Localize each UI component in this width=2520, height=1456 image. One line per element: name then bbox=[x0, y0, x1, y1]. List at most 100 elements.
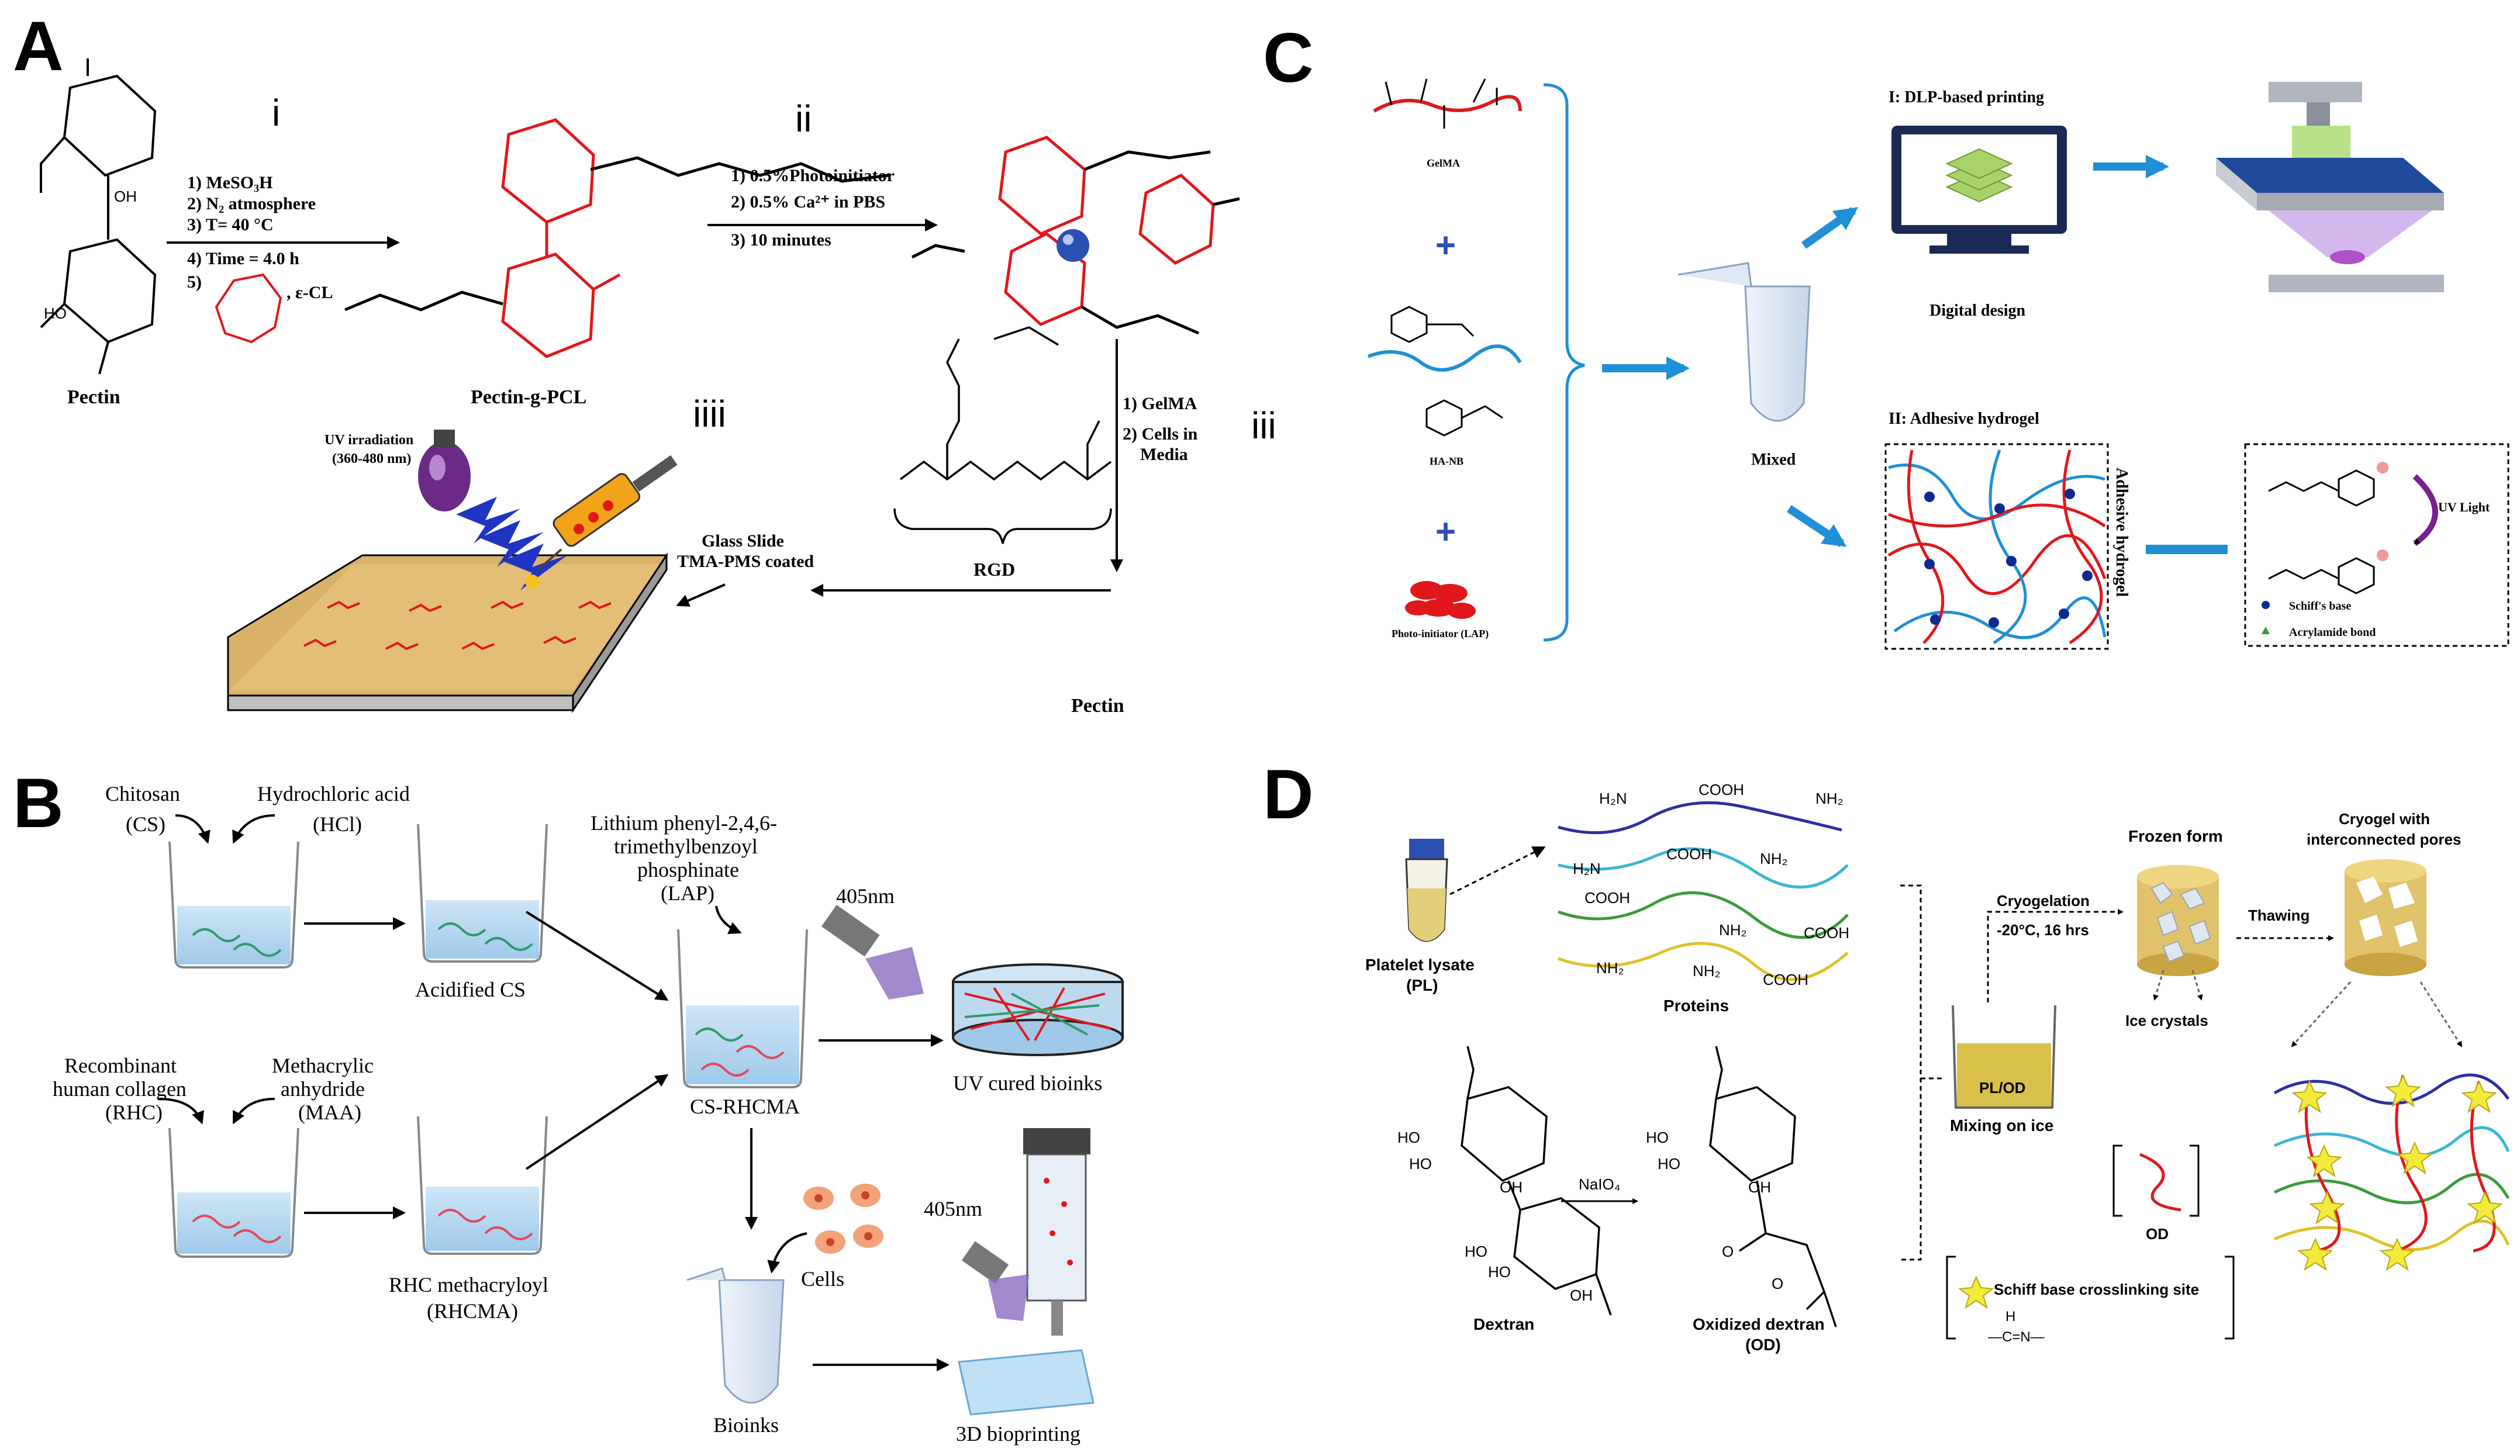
digital-design-label: Digital design bbox=[1929, 302, 2026, 320]
chitosan-label-1: Chitosan bbox=[105, 782, 180, 805]
beaker-rhcma bbox=[417, 1116, 548, 1255]
wavelength-1: 405nm bbox=[836, 884, 895, 908]
chain-h2n-1: H₂N bbox=[1599, 790, 1627, 807]
plus-1: + bbox=[1435, 226, 1456, 265]
bioinks-tube bbox=[686, 1267, 785, 1404]
protein-chains bbox=[1558, 801, 1849, 981]
gelma-chain bbox=[1373, 95, 1522, 113]
mixed-tube bbox=[1677, 262, 1811, 422]
calcium-ion bbox=[1057, 229, 1089, 262]
hcl-label-1: Hydrochloric acid bbox=[257, 782, 410, 805]
cryogelation-label-1: Cryogelation bbox=[1997, 892, 2090, 909]
oxidized-dextran-structure bbox=[1709, 1046, 1837, 1327]
cryogel-label-1: Cryogel with bbox=[2339, 810, 2430, 828]
pectin-oh-1: OH bbox=[114, 188, 137, 205]
pectin-bottom-label: Pectin bbox=[1071, 695, 1124, 717]
reactive-site-2 bbox=[2377, 549, 2388, 561]
hanb-chain bbox=[1367, 344, 1522, 372]
od-legend-label: OD bbox=[2146, 1225, 2169, 1243]
reagent-i-2: 2) N₂ atmosphere bbox=[187, 194, 316, 213]
chain-nh2-4: NH₂ bbox=[1596, 959, 1624, 977]
rhc-label-2: human collagen bbox=[53, 1077, 187, 1101]
step-i-label: i bbox=[272, 92, 280, 134]
mixing-beaker bbox=[1952, 1005, 2056, 1109]
adhesive-vertical-label: Adhesive hydrogel bbox=[2112, 468, 2131, 597]
imine-h: H bbox=[2005, 1309, 2015, 1324]
chain-nh2-1: NH₂ bbox=[1815, 790, 1844, 807]
pectin-label: Pectin bbox=[67, 386, 120, 408]
step-iiii-label: iiii bbox=[693, 393, 726, 435]
uv-label-2: (360-480 nm) bbox=[332, 451, 411, 466]
dextran-oh-1: OH bbox=[1500, 1178, 1523, 1196]
lap-pointer bbox=[715, 905, 742, 935]
cells-pointer bbox=[767, 1232, 807, 1274]
pectin-ho-1: HO bbox=[44, 305, 67, 322]
reagent-iii-2: 2) Cells in bbox=[1123, 424, 1198, 444]
gelma-label: GelMA bbox=[1427, 157, 1460, 169]
mechanism-structures bbox=[2268, 469, 2375, 594]
mixed-label: Mixed bbox=[1751, 451, 1796, 469]
dextran-label: Dextran bbox=[1473, 1315, 1534, 1333]
reagent-iii-1: 1) GelMA bbox=[1123, 394, 1197, 413]
platelet-label-1: Platelet lysate bbox=[1365, 956, 1475, 974]
adhesive-title: II: Adhesive hydrogel bbox=[1889, 410, 2039, 428]
bioprinter bbox=[958, 1128, 1095, 1416]
arrow-c3 bbox=[1787, 505, 1847, 547]
chitosan-pointer bbox=[175, 814, 210, 844]
od-o-1: O bbox=[1722, 1243, 1734, 1260]
arrow-c2 bbox=[1801, 207, 1859, 249]
zoom-line-right bbox=[2419, 981, 2463, 1047]
oxidized-label-1: Oxidized dextran bbox=[1693, 1315, 1825, 1333]
beaker-cs bbox=[168, 841, 299, 969]
od-ho-1: HO bbox=[1646, 1129, 1669, 1146]
chain-nh2-3: NH₂ bbox=[1719, 921, 1747, 939]
hanb-label: HA-NB bbox=[1430, 455, 1463, 467]
cryogel-label-2: interconnected pores bbox=[2307, 831, 2461, 848]
cryo-arrow bbox=[1987, 909, 2124, 1002]
uv-label-1: UV irradiation bbox=[325, 433, 413, 448]
step-ii-label: ii bbox=[795, 98, 812, 140]
acidified-label: Acidified CS bbox=[415, 978, 526, 1001]
dextran-structure bbox=[1461, 1046, 1612, 1316]
petri-dish bbox=[952, 963, 1124, 1056]
panel-b-letter: B bbox=[13, 764, 64, 842]
computer-monitor bbox=[1891, 126, 2067, 254]
uv-cured-label: UV cured bioinks bbox=[953, 1071, 1102, 1095]
chitosan-label-2: (CS) bbox=[126, 812, 165, 836]
rgd-label: RGD bbox=[974, 559, 1015, 580]
rgd-peptide bbox=[893, 326, 1112, 544]
mechanism-box bbox=[2244, 443, 2509, 647]
dextran-ho-3: HO bbox=[1465, 1243, 1487, 1260]
cells-b bbox=[803, 1184, 883, 1254]
uv-light-arrow bbox=[2412, 474, 2438, 547]
lap-blob bbox=[1405, 581, 1476, 619]
panel-a: A i ii iii iiii OH HO Pectin 1) MeSO₃H 2… bbox=[13, 7, 1276, 717]
chain-nh2-5: NH₂ bbox=[1693, 962, 1721, 980]
step-iii-label: iii bbox=[1251, 404, 1276, 447]
glass-slide-pointer bbox=[676, 583, 726, 607]
od-o-2: O bbox=[1772, 1275, 1783, 1292]
reagent-i-5: 5) bbox=[187, 272, 202, 292]
panel-d: D Platelet lysate (PL) H₂N COOH NH₂ H₂N … bbox=[1263, 755, 2510, 1354]
pectin-pcl-label: Pectin-g-PCL bbox=[471, 386, 586, 408]
reactive-site-1 bbox=[2377, 462, 2388, 473]
gelma-sidegroups bbox=[1385, 78, 1498, 129]
lap-label-1: Lithium phenyl-2,4,6- bbox=[591, 811, 777, 835]
hcl-label-2: (HCl) bbox=[313, 812, 362, 836]
uv-lamp bbox=[418, 430, 471, 511]
glass-slide-surface bbox=[231, 564, 664, 690]
arrow-b3 bbox=[525, 911, 669, 1001]
ice-pointer-2 bbox=[2191, 970, 2203, 1001]
dextran-oh-2: OH bbox=[1570, 1286, 1593, 1304]
reagent-iii-3: Media bbox=[1140, 445, 1188, 464]
reagent-ii-1: 1) 0.5%Photoinitiator bbox=[731, 166, 895, 185]
schiff-star-icon bbox=[1958, 1275, 1994, 1309]
beaker-acidified bbox=[417, 824, 548, 963]
dextran-ho-4: HO bbox=[1488, 1263, 1511, 1281]
bioprinting-label: 3D bioprinting bbox=[956, 1422, 1081, 1445]
beaker-rhc bbox=[168, 1128, 299, 1258]
schiff-site-label: Schiff base crosslinking site bbox=[1994, 1281, 2199, 1298]
hcl-pointer bbox=[232, 814, 275, 844]
chain-cooh-3: COOH bbox=[1585, 889, 1630, 907]
